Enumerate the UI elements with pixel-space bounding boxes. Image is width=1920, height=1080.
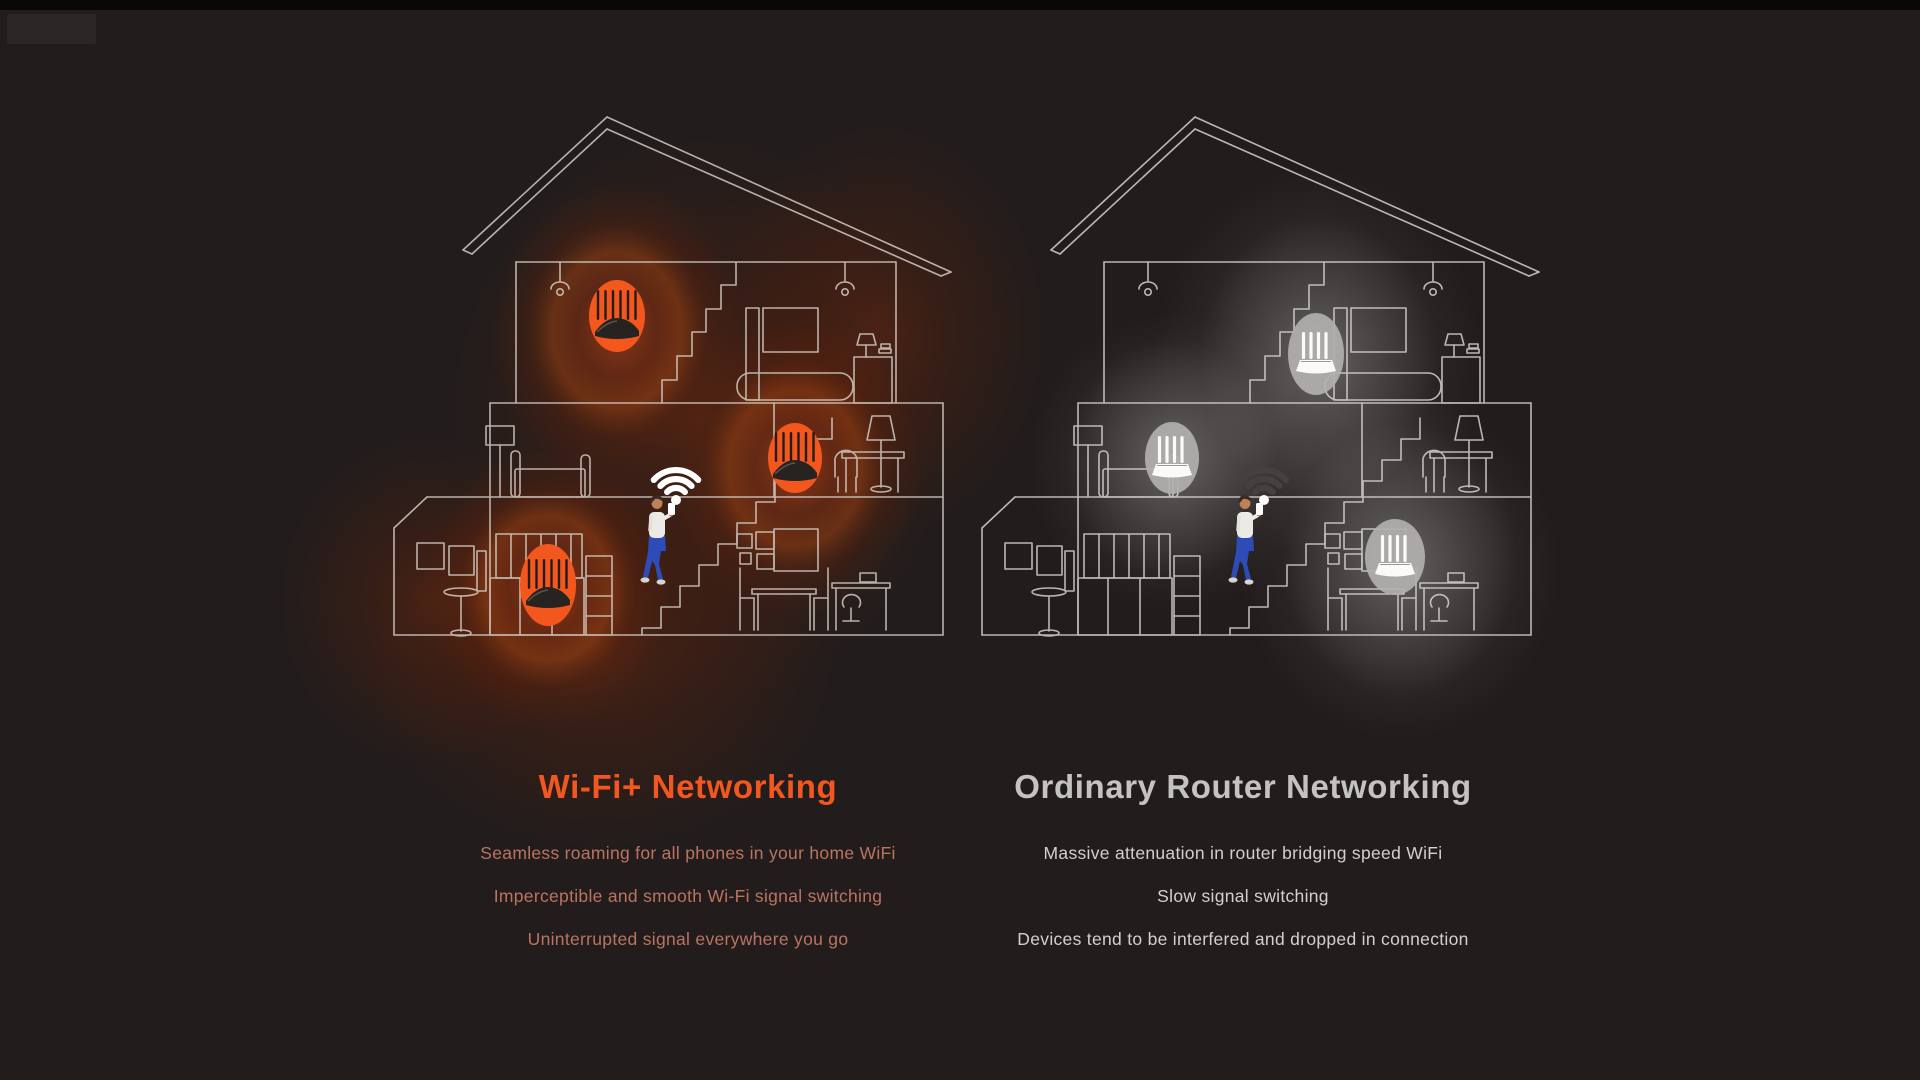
right-feature-line-1: Massive attenuation in router bridging s… [1043,843,1443,863]
left-house-outline [393,116,952,637]
right-panel-caption: Ordinary Router Networking Massive atten… [953,768,1533,961]
right-panel-title: Ordinary Router Networking [1014,768,1472,805]
person-figure [1228,495,1263,585]
right-feature-line-2: Slow signal switching [1157,886,1329,906]
left-feature-line-1: Seamless roaming for all phones in your … [480,843,896,863]
right-house-outline [981,116,1540,637]
top-bar [0,0,1920,10]
router-weak-icon [1365,519,1425,595]
left-feature-line-2: Imperceptible and smooth Wi-Fi signal sw… [493,886,883,906]
left-feature-line-3: Uninterrupted signal everywhere you go [527,929,849,949]
router-weak-icon [1288,313,1344,395]
router-icon [768,423,822,493]
wifi-strong-icon [650,467,702,505]
person-figure [640,495,675,585]
window-chip [7,14,96,44]
right-feature-line-3: Devices tend to be interfered and droppe… [1017,929,1469,949]
wifi-weak-icon [1238,467,1290,505]
router-icon [520,544,576,626]
left-panel-caption: Wi-Fi+ Networking Seamless roaming for a… [398,768,978,961]
left-panel-title: Wi-Fi+ Networking [538,768,838,805]
router-icon [589,280,645,352]
router-weak-icon [1145,422,1199,494]
